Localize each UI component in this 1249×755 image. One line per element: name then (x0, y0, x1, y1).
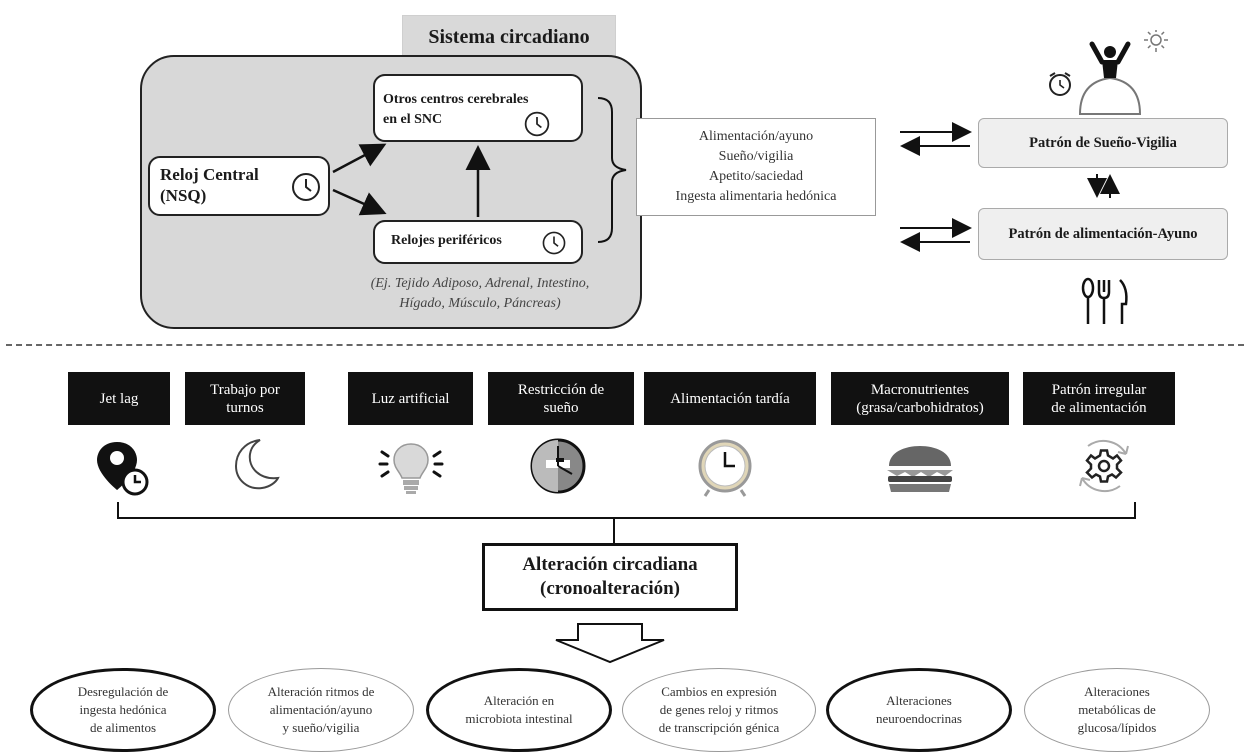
factor-label: Restricción de (517, 381, 605, 398)
outcome-feeding-sleep-rhythms: Alteración ritmos de alimentación/ayuno … (228, 668, 414, 752)
outcome-microbiota: Alteración en microbiota intestinal (426, 668, 612, 752)
factor-label-2: de alimentación (1051, 399, 1147, 416)
clock-icon (524, 111, 550, 137)
factor-label-2: sueño (543, 399, 579, 416)
vertical-exchange-arrows (1087, 174, 1120, 198)
function-item: Sueño/vigilia (718, 149, 794, 164)
circadian-alteration-box: Alteración circadiana (cronoalteración) (482, 543, 738, 611)
other-centers-line2: en el SNC (383, 112, 443, 127)
outcome-neuroendocrine: Alteraciones neuroendocrinas (826, 668, 1012, 752)
peripheral-examples: (Ej. Tejido Adiposo, Adrenal, Intestino,… (330, 274, 630, 314)
factor-label: Jet lag (99, 390, 139, 407)
light-bulb-icon (378, 443, 444, 494)
alarm-clock-icon (1049, 72, 1071, 96)
clock-icon (542, 231, 566, 255)
down-arrow-outline (555, 623, 665, 664)
feeding-pattern-box: Patrón de alimentación-Ayuno (978, 208, 1228, 260)
location-clock-icon (97, 442, 149, 496)
sleep-wake-pattern-label: Patrón de Sueño-Vigilia (1029, 134, 1177, 151)
arrow-central-to-peripheral (332, 188, 387, 216)
factor-artificial-light: Luz artificial (348, 372, 473, 425)
peripheral-clocks-box: Relojes periféricos (373, 220, 583, 264)
factor-macronutrients: Macronutrientes(grasa/carbohidratos) (831, 372, 1009, 425)
sleep-wake-pattern-box: Patrón de Sueño-Vigilia (978, 118, 1228, 168)
other-centers-box: Otros centros cerebrales en el SNC (373, 74, 583, 142)
cutlery-icon (1081, 277, 1128, 324)
factor-label: Trabajo por (210, 381, 280, 398)
factors-brace (117, 502, 1136, 519)
central-clock-line1: Reloj Central (160, 165, 259, 184)
exchange-arrows-sleep (900, 122, 972, 156)
central-clock-box: Reloj Central (NSQ) (148, 156, 330, 216)
examples-line2: Hígado, Músculo, Páncreas) (399, 296, 561, 311)
function-item: Alimentación/ayuno (698, 129, 814, 144)
factor-jet-lag: Jet lag (68, 372, 170, 425)
factor-label-2: turnos (226, 399, 264, 416)
alteration-line1: Alteración circadiana (522, 554, 698, 575)
section-divider (6, 344, 1244, 346)
exchange-arrows-feeding (900, 218, 972, 252)
factor-label: Patrón irregular (1051, 381, 1147, 398)
central-clock-line2: (NSQ) (160, 186, 207, 205)
system-title: Sistema circadiano (402, 15, 616, 59)
alteration-line2: (cronoalteración) (540, 578, 680, 599)
moon-icon (234, 439, 280, 490)
factor-late-eating: Alimentación tardía (644, 372, 816, 425)
functions-list: Alimentación/ayuno Sueño/vigilia Apetito… (636, 118, 876, 216)
waking-person-icon (1049, 30, 1168, 115)
examples-line1: (Ej. Tejido Adiposo, Adrenal, Intestino, (370, 276, 590, 291)
central-clock-label: Reloj Central (NSQ) (160, 164, 259, 206)
outcome-hedonic-intake: Desregulación de ingesta hedónica de ali… (30, 668, 216, 752)
feeding-pattern-label: Patrón de alimentación-Ayuno (1008, 225, 1198, 242)
clock-icon (292, 173, 320, 201)
factor-label: Luz artificial (371, 390, 450, 407)
function-item: Apetito/saciedad (708, 169, 804, 184)
function-item: Ingesta alimentaria hedónica (675, 189, 837, 204)
other-centers-line1: Otros centros cerebrales (383, 92, 529, 107)
other-centers-label: Otros centros cerebrales en el SNC (383, 90, 528, 130)
gear-cycle-icon (1079, 439, 1129, 493)
peripheral-clocks-label: Relojes periféricos (391, 233, 502, 248)
sun-icon (1144, 30, 1168, 52)
burger-icon (887, 446, 953, 492)
factor-label-2: (grasa/carbohidratos) (856, 399, 984, 416)
table-clock-icon (698, 439, 752, 497)
factor-label: Alimentación tardía (670, 390, 790, 407)
arrow-central-to-other (332, 143, 387, 174)
outcome-metabolic: Alteraciones metabólicas de glucosa/lípi… (1024, 668, 1210, 752)
outcome-clock-genes: Cambios en expresión de genes reloj y ri… (622, 668, 816, 752)
brace-bracket (597, 97, 627, 243)
sleep-clock-icon (530, 438, 586, 494)
factor-label: Macronutrientes (870, 381, 970, 398)
system-title-text: Sistema circadiano (428, 25, 590, 48)
